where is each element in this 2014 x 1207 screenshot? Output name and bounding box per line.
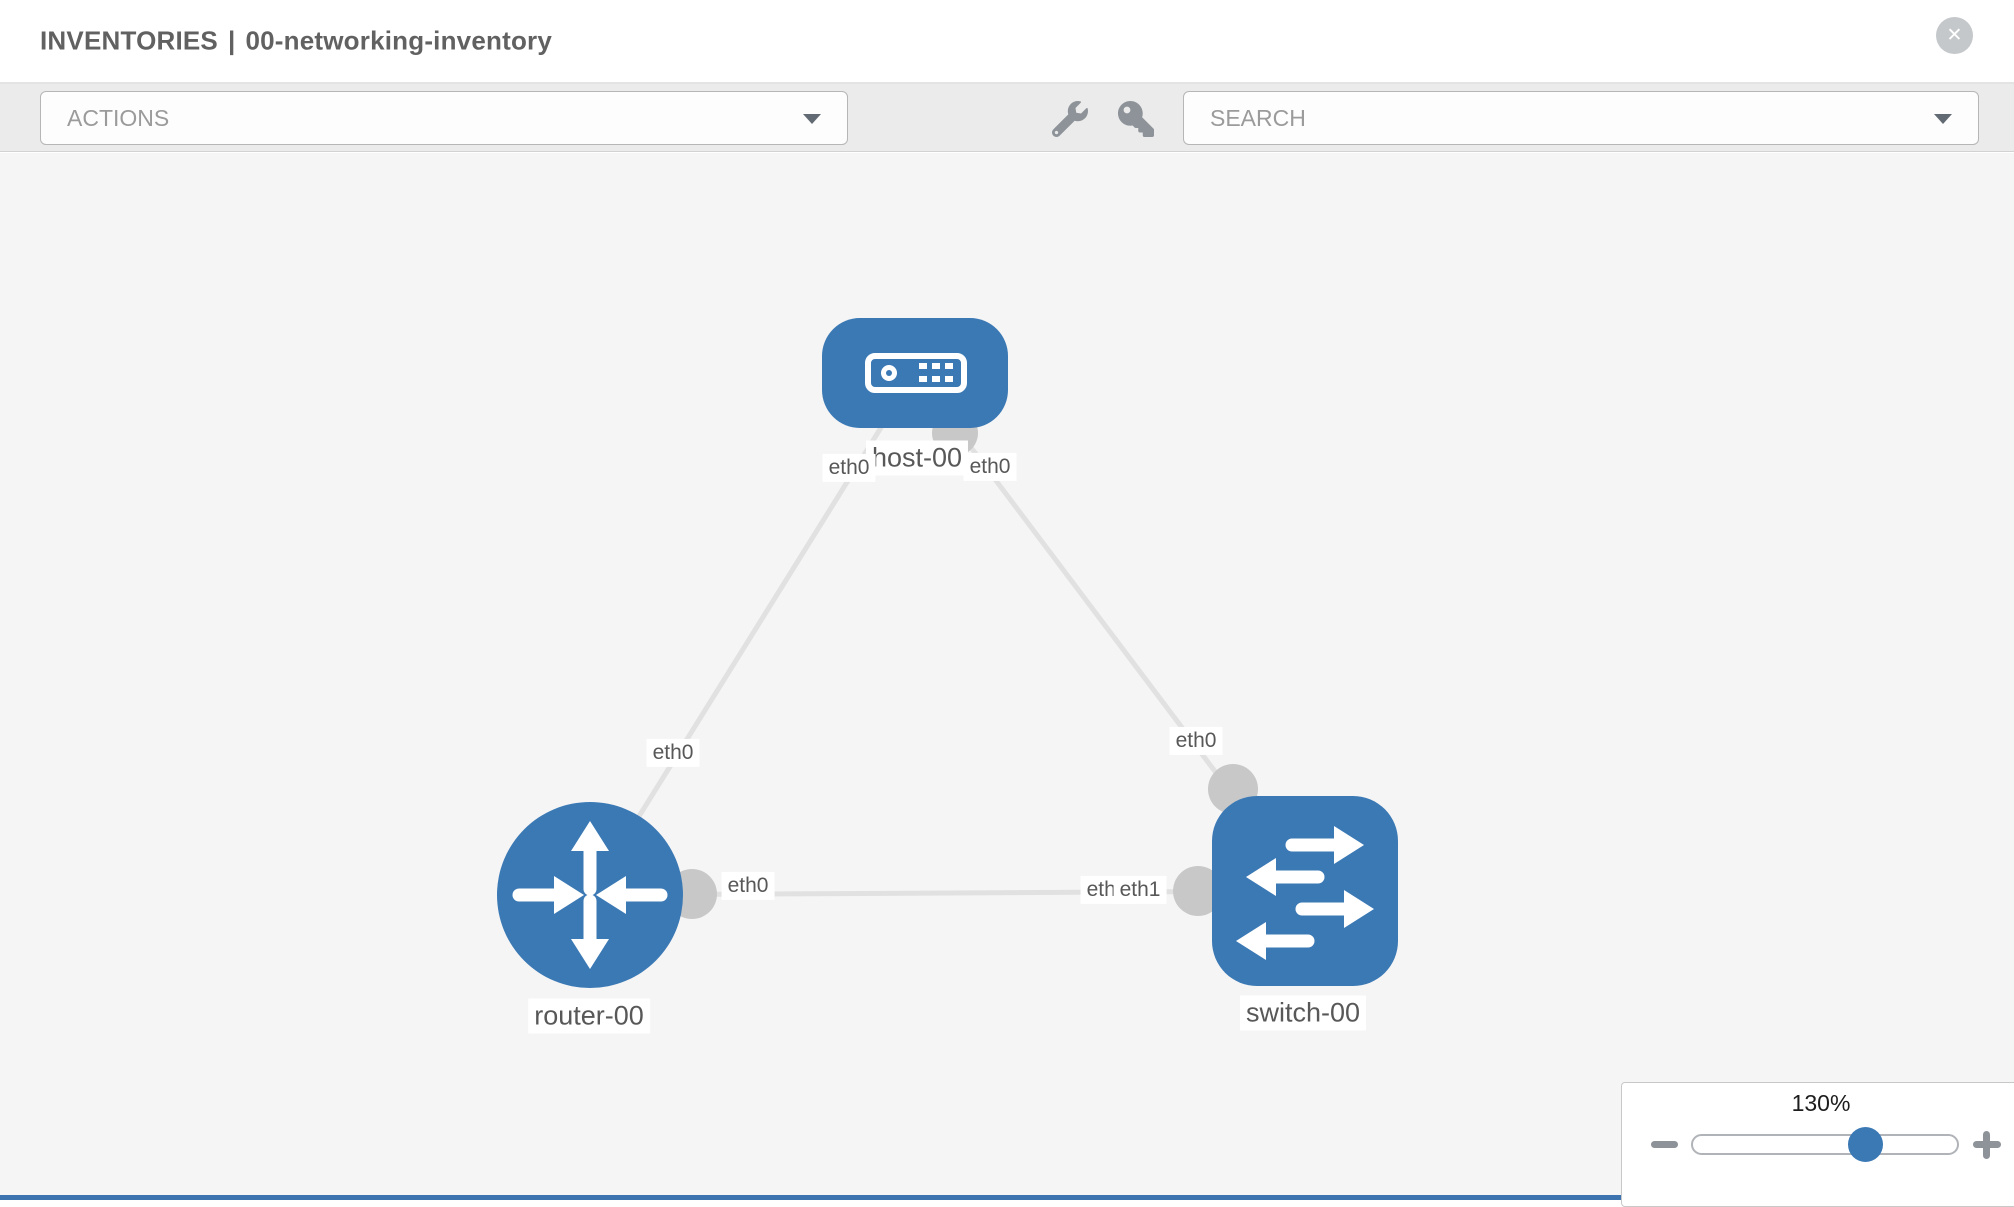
page-title: INVENTORIES | 00-networking-inventory: [40, 26, 552, 57]
close-glyph: ✕: [1946, 25, 1963, 46]
close-icon[interactable]: ✕: [1936, 17, 1973, 54]
zoom-out-button[interactable]: [1651, 1141, 1678, 1148]
node-host-00[interactable]: [822, 318, 1008, 428]
topology-canvas[interactable]: host-00 router-00 switch-00 eth0 eth0 et…: [0, 153, 2014, 1200]
interface-label-router-top: eth0: [646, 738, 700, 768]
search-dropdown[interactable]: SEARCH: [1183, 91, 1979, 145]
actions-dropdown[interactable]: ACTIONS: [40, 91, 848, 145]
zoom-level-value: 130%: [1791, 1090, 1851, 1116]
node-router-00[interactable]: [497, 802, 683, 988]
node-switch-00[interactable]: [1212, 796, 1398, 986]
breadcrumb-separator: |: [227, 25, 236, 56]
interface-label-router-right: eth0: [721, 871, 775, 901]
zoom-slider-thumb[interactable]: [1847, 1127, 1883, 1162]
inventory-name: 00-networking-inventory: [245, 25, 553, 56]
interface-label-switch-left: eth1: [1113, 875, 1167, 905]
bottom-edge-strip: [0, 1195, 1621, 1200]
toolbar: ACTIONS SEARCH: [0, 84, 2014, 152]
node-label-host: host-00: [865, 440, 969, 476]
router-icon: [512, 821, 668, 969]
interface-label-host-right: eth0: [963, 452, 1017, 482]
zoom-slider-track[interactable]: [1691, 1134, 1959, 1155]
node-label-switch: switch-00: [1239, 995, 1367, 1031]
zoom-panel: 130%: [1621, 1082, 2014, 1207]
node-label-router: router-00: [528, 998, 650, 1034]
actions-dropdown-label: ACTIONS: [67, 104, 170, 131]
link-endpoints: [667, 410, 1258, 919]
zoom-in-button[interactable]: [1973, 1131, 2001, 1159]
search-dropdown-label: SEARCH: [1210, 104, 1306, 131]
wrench-icon[interactable]: [1052, 101, 1088, 137]
chevron-down-icon: [803, 114, 821, 124]
chevron-down-icon: [1934, 114, 1952, 124]
switch-icon: [1236, 826, 1374, 960]
interface-label-host-left: eth0: [822, 453, 876, 483]
modal-header: INVENTORIES | 00-networking-inventory ✕: [0, 0, 2014, 84]
breadcrumb-section: INVENTORIES: [40, 25, 218, 56]
link-endpoint[interactable]: [1173, 866, 1223, 916]
interface-label-switch-top: eth0: [1169, 726, 1223, 756]
key-icon[interactable]: [1118, 101, 1154, 137]
host-icon: [865, 353, 967, 393]
